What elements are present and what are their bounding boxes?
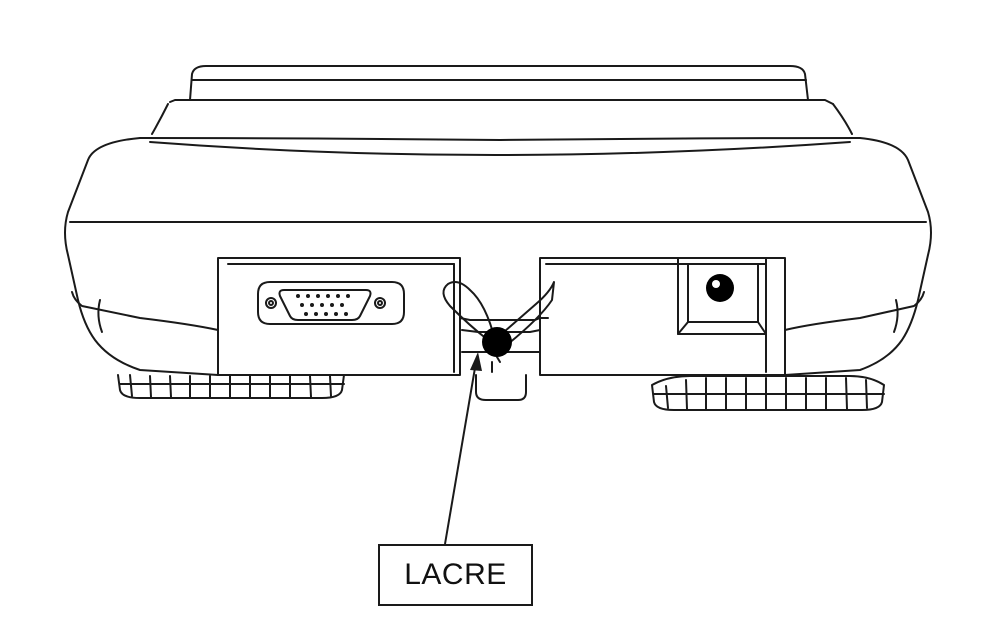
left-foot (117, 374, 345, 399)
db15-connector-icon (257, 281, 405, 325)
db15-pins (296, 294, 350, 316)
right-foot (651, 375, 885, 411)
callout-label: LACRE (404, 558, 507, 591)
lead-seal-icon (482, 327, 512, 357)
weighing-pan (151, 65, 853, 135)
interface-panel-left (217, 257, 461, 376)
interface-panel-right (539, 257, 786, 376)
dc-power-jack-icon (677, 257, 767, 335)
main-housing (64, 137, 932, 376)
pan-support-ring (139, 137, 861, 156)
callout-label-box: LACRE (378, 544, 533, 606)
callout-arrow (444, 352, 482, 545)
